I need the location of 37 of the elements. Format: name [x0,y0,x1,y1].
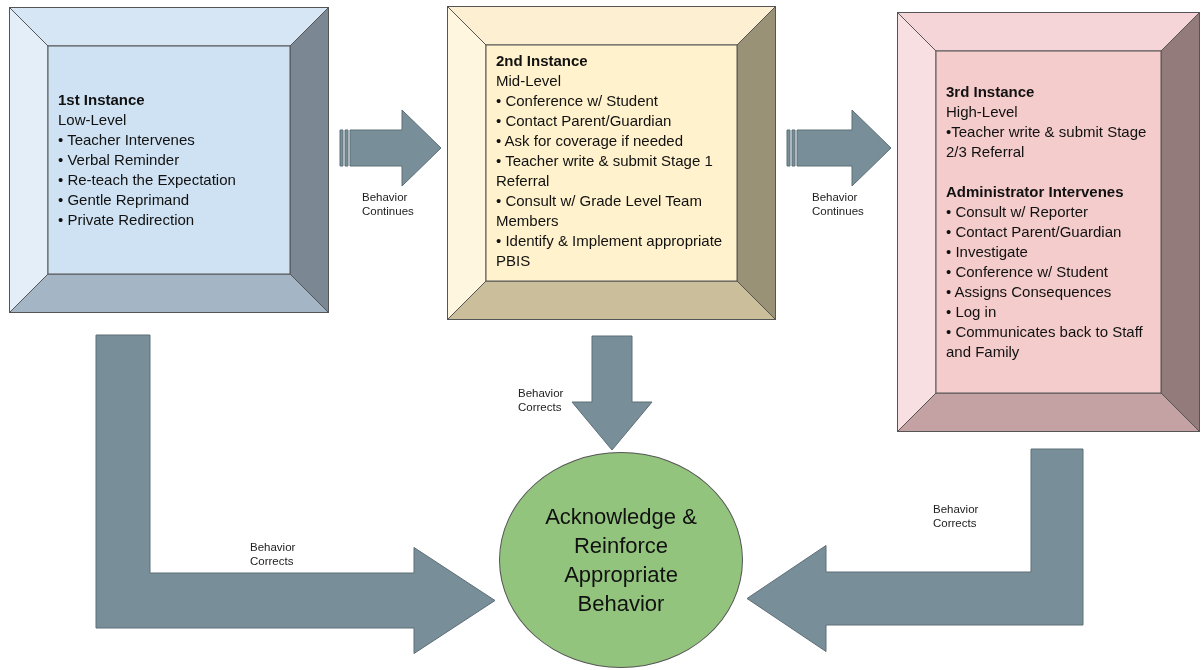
list-item: • Ask for coverage if needed [496,131,685,151]
list-item: • Communicates back to Staff and Family [946,322,1144,362]
block-arrow [339,109,442,187]
list-item: • Verbal Reminder [58,150,181,170]
list-item: • Re-teach the Expectation [58,170,237,190]
edge-label: Behavior Corrects [250,540,297,568]
block-arrow [746,448,1084,652]
list-item: • Investigate [946,242,1029,262]
block-arrow [571,335,653,451]
list-item: • Private Redirection [58,210,196,230]
edge-label: Behavior Corrects [933,502,980,530]
list-item: • Consult w/ Reporter [946,202,1089,222]
level-label: Low-Level [58,110,128,130]
edge-label: Behavior Continues [812,190,865,218]
section-heading: 2nd Instance [496,51,589,71]
list-item: • Teacher Intervenes [58,130,196,150]
list-item: • Teacher write & submit Stage 1 Referral [496,151,714,191]
edge-label: Behavior Continues [362,190,415,218]
list-item: • Assigns Consequences [946,282,1113,302]
list-item: • Gentle Reprimand [58,190,191,210]
level-label: Mid-Level [496,71,563,91]
block-arrow [786,109,892,187]
list-item: •Teacher write & submit Stage 2/3 Referral [946,122,1148,162]
list-item: • Conference w/ Student [946,262,1109,282]
list-item: • Contact Parent/Guardian [496,111,673,131]
list-item: • Log in [946,302,998,322]
edge-label: Behavior Corrects [518,386,565,414]
list-item: • Conference w/ Student [496,91,659,111]
block-arrow [95,334,496,654]
section-heading: Administrator Intervenes [946,182,1125,202]
list-item: • Identify & Implement appropriate PBIS [496,231,724,271]
level-label: High-Level [946,102,1019,122]
list-item: • Contact Parent/Guardian [946,222,1123,242]
section-heading: 3rd Instance [946,82,1036,102]
goal-text: Acknowledge & Reinforce Appropriate Behavior [544,503,698,618]
section-heading: 1st Instance [58,90,146,110]
list-item: • Consult w/ Grade Level Team Members [496,191,703,231]
